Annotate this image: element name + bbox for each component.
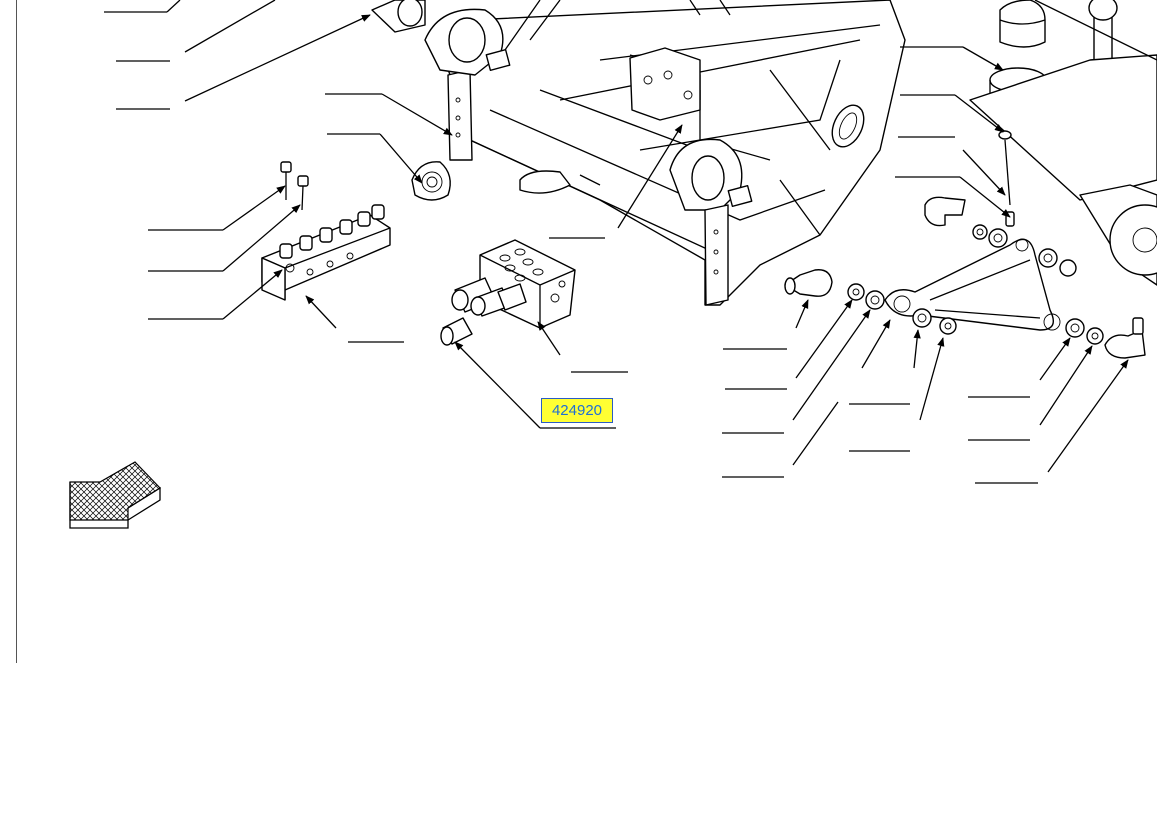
round-pad [411,161,451,201]
part-number-callout-424920[interactable]: 424920 [541,398,613,423]
valve-block-center [440,239,576,346]
frame-border [16,0,17,663]
orientation-arrow-icon [69,461,161,529]
main-frame [371,0,906,306]
right-linkage-assembly [784,0,1157,359]
valve-manifold-left [261,161,391,301]
leader-lines [104,0,1129,484]
